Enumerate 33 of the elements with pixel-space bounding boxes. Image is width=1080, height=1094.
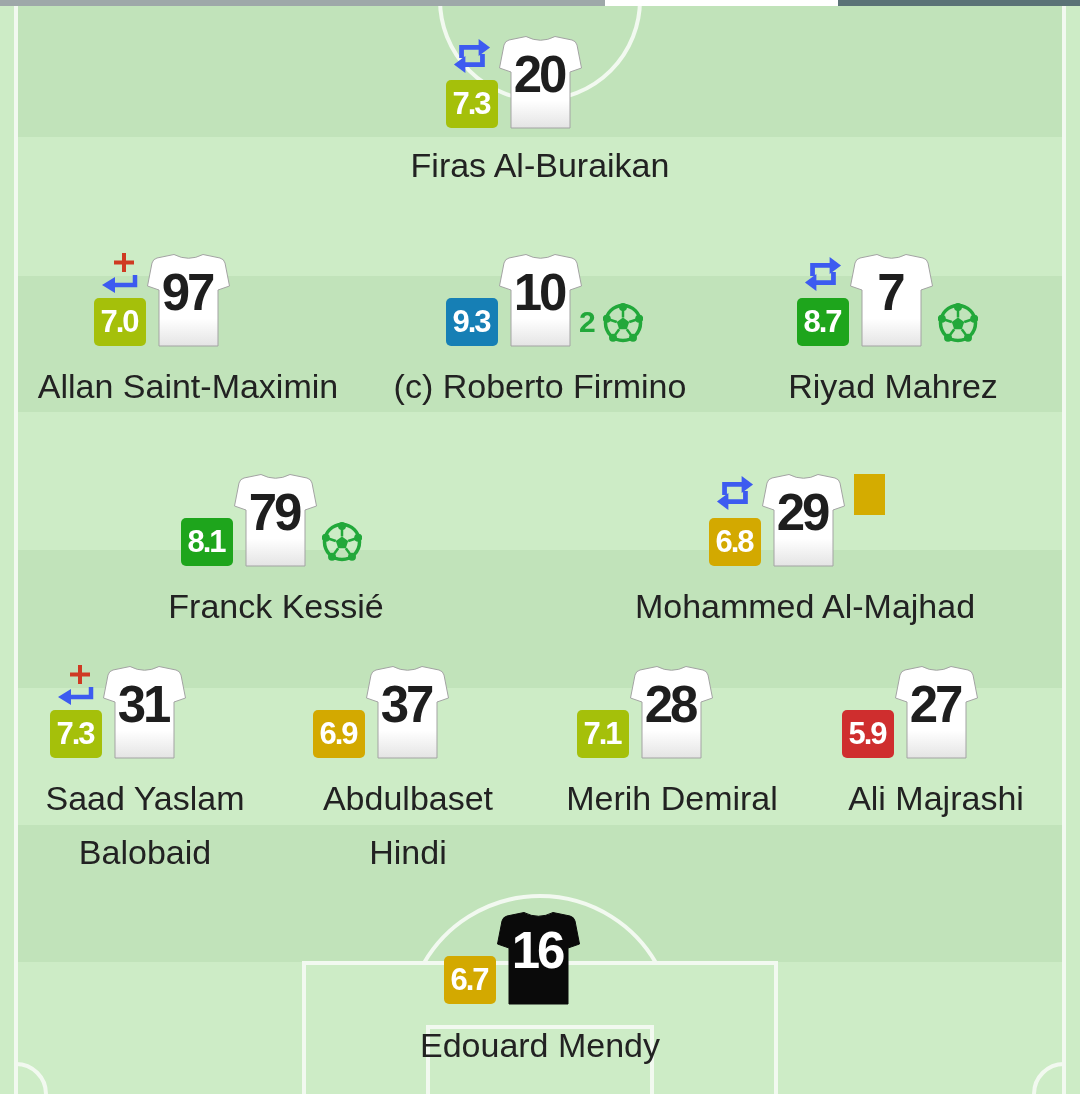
- player-name: Ali Majrashi: [848, 778, 1024, 819]
- rating-badge: 5.9: [842, 710, 894, 758]
- rating-badge: 7.0: [94, 298, 146, 346]
- player-name: Abdulbaset Hindi: [321, 778, 495, 873]
- jersey: 28: [630, 665, 713, 759]
- player-name: Franck Kessié: [168, 586, 384, 627]
- jersey: 31: [103, 665, 186, 759]
- player-name: Firas Al-Buraikan: [410, 145, 670, 186]
- jersey: 20: [499, 35, 582, 129]
- player-name: Edouard Mendy: [420, 1025, 660, 1066]
- goal-count: 2: [579, 305, 596, 339]
- jersey: 29: [762, 473, 845, 567]
- jersey: 37: [366, 665, 449, 759]
- rating-badge: 7.3: [50, 710, 102, 758]
- rating-badge: 9.3: [446, 298, 498, 346]
- rating-badge: 7.1: [577, 710, 629, 758]
- jersey: 97: [147, 253, 230, 347]
- jersey: 79: [234, 473, 317, 567]
- player-name: Riyad Mahrez: [788, 366, 998, 407]
- rating-badge: 8.7: [797, 298, 849, 346]
- rating-badge: 8.1: [181, 518, 233, 566]
- player-name: Allan Saint-Maximin: [37, 366, 339, 407]
- player-name: Mohammed Al-Majhad: [634, 586, 976, 627]
- player-name: (c) Roberto Firmino: [393, 366, 687, 407]
- player-name: Merih Demiral: [566, 778, 778, 819]
- player-name: Saad Yaslam Balobaid: [44, 778, 246, 873]
- rating-badge: 6.9: [313, 710, 365, 758]
- jersey: 27: [895, 665, 978, 759]
- rating-badge: 6.8: [709, 518, 761, 566]
- jersey: 7: [850, 253, 933, 347]
- rating-badge: 7.3: [446, 80, 498, 128]
- rating-badge: 6.7: [444, 956, 496, 1004]
- jersey: 16: [497, 911, 580, 1005]
